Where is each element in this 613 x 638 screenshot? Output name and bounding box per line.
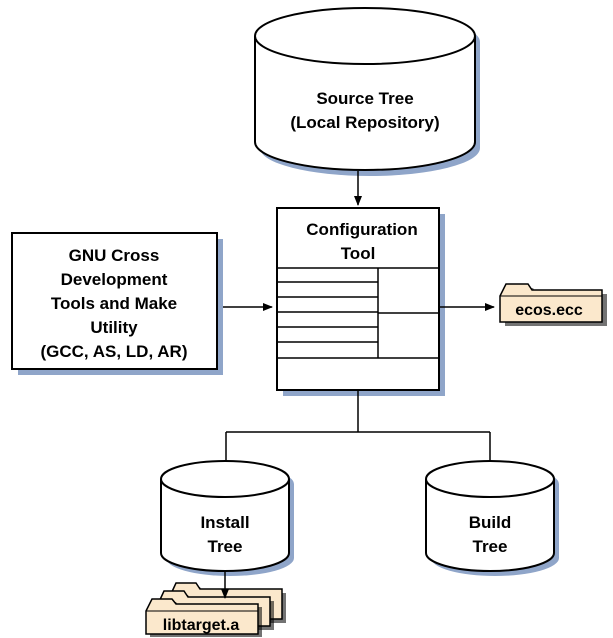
configuration-tool-box: Configuration Tool [276, 207, 445, 396]
gnu-tools-box: GNU Cross Development Tools and Make Uti… [11, 232, 223, 375]
config-tool-label-line2: Tool [341, 244, 376, 263]
build-tree-label-line1: Build [469, 513, 512, 532]
config-tool-label-line1: Configuration [306, 220, 417, 239]
libtarget-label: libtarget.a [163, 617, 240, 634]
config-tool-window-panes [277, 267, 439, 359]
config-to-trees-connector [226, 390, 490, 433]
source-tree-label-line1: Source Tree [316, 89, 413, 108]
install-tree-label-line2: Tree [208, 537, 243, 556]
ecos-ecc-label: ecos.ecc [515, 302, 583, 319]
gnu-tools-label-line1: GNU Cross [69, 246, 160, 265]
install-tree-cylinder: Install Tree [160, 460, 294, 576]
install-tree-label-line1: Install [200, 513, 249, 532]
ecos-ecc-file: ecos.ecc [499, 283, 607, 326]
libtarget-file-stack: libtarget.a [145, 582, 286, 637]
build-tree-label-line2: Tree [473, 537, 508, 556]
gnu-tools-label-line3: Tools and Make [51, 294, 177, 313]
gnu-tools-label-line2: Development [61, 270, 168, 289]
source-tree-cylinder: Source Tree (Local Repository) [254, 7, 480, 176]
source-tree-label-line2: (Local Repository) [290, 113, 439, 132]
build-tree-cylinder: Build Tree [425, 460, 559, 576]
gnu-tools-label-line5: (GCC, AS, LD, AR) [40, 342, 187, 361]
gnu-tools-label-line4: Utility [90, 318, 138, 337]
